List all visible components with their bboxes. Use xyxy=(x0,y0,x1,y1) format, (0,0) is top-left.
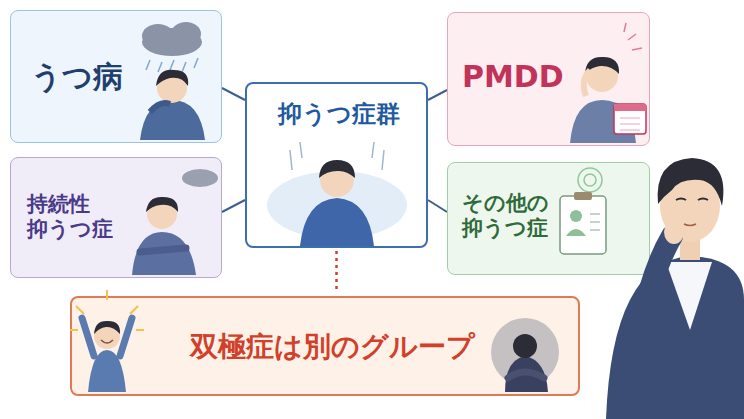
head xyxy=(660,170,720,242)
connector-line xyxy=(428,200,447,212)
category-box: その他の 抑うつ症 xyxy=(447,162,650,275)
connector-line xyxy=(428,90,447,100)
eyes xyxy=(676,199,708,201)
box-label: 抑うつ症群 xyxy=(247,100,430,129)
connector-line xyxy=(222,200,245,212)
mouth xyxy=(684,224,696,226)
box-label: うつ病 xyxy=(31,59,151,95)
connector-line xyxy=(335,251,338,293)
box-label: PMDD xyxy=(462,59,582,95)
box-label: 双極症は別のグループ xyxy=(162,330,502,364)
hand-on-chin xyxy=(664,220,684,244)
cardigan xyxy=(606,256,744,419)
connector-line xyxy=(222,88,245,100)
category-box: 持続性 抑うつ症 xyxy=(10,157,222,278)
neck xyxy=(680,232,700,260)
box-label: その他の 抑うつ症 xyxy=(462,191,554,241)
hair xyxy=(658,158,724,206)
category-box: うつ病 xyxy=(10,10,222,143)
category-box: PMDD xyxy=(447,12,650,146)
category-box: 抑うつ症群 xyxy=(245,82,428,248)
category-box: 双極症は別のグループ xyxy=(70,296,580,396)
box-label: 持続性 抑うつ症 xyxy=(27,192,119,242)
shirt xyxy=(666,262,712,330)
